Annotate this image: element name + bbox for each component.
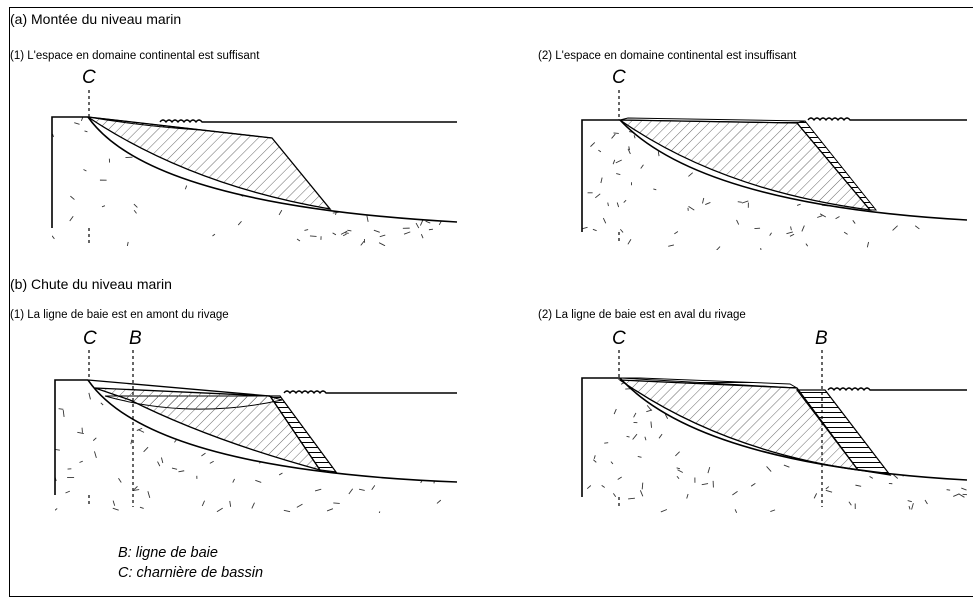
figure: (a) Montée du niveau marin (1) L'espace … xyxy=(0,0,973,585)
legend-c: C: charnière de bassin xyxy=(118,565,263,581)
panel-a2-diagram xyxy=(582,90,967,253)
basin-margin xyxy=(582,120,620,232)
panel-b1-caption: (1) La ligne de baie est en amont du riv… xyxy=(10,309,229,321)
section-a-title: (a) Montée du niveau marin xyxy=(10,11,181,27)
panel-b2-diagram xyxy=(582,350,968,513)
panel-b1-diagram xyxy=(53,350,457,517)
panel-b2-c-label: C xyxy=(612,328,626,350)
panel-b2-b-label: B xyxy=(815,328,828,350)
panel-a1-diagram xyxy=(52,90,457,248)
panel-a1-caption: (1) L'espace en domaine continental est … xyxy=(10,50,259,62)
panel-b1-b-label: B xyxy=(129,328,142,350)
panel-a2-c-label: C xyxy=(612,67,626,89)
basin-margin xyxy=(582,378,620,497)
legend-b: B: ligne de baie xyxy=(118,545,218,561)
sea-level-line xyxy=(160,120,457,122)
sea-level-line xyxy=(808,118,967,120)
panel-b1-c-label: C xyxy=(83,328,97,350)
basin-margin xyxy=(52,117,88,228)
sea-level-line xyxy=(284,391,457,393)
panel-a2-caption: (2) L'espace en domaine continental est … xyxy=(538,50,796,62)
diagram-artwork xyxy=(0,0,973,585)
panel-a1-c-label: C xyxy=(82,67,96,89)
section-b-title: (b) Chute du niveau marin xyxy=(10,276,172,292)
sea-level-line xyxy=(828,388,967,390)
panel-b2-caption: (2) La ligne de baie est en aval du riva… xyxy=(538,309,746,321)
